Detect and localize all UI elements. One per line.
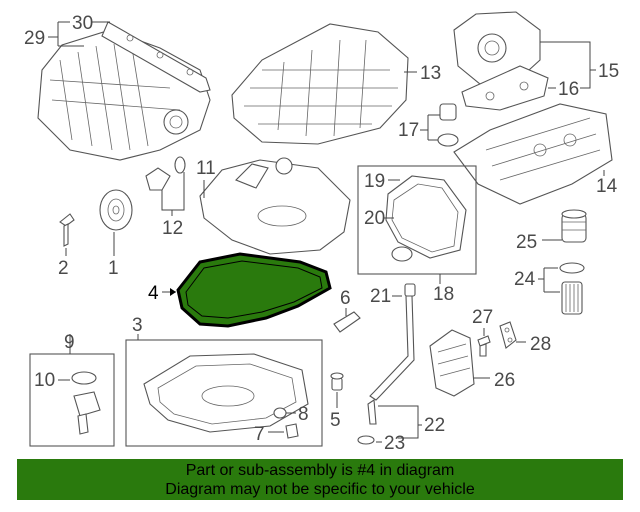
timing-cover-19 bbox=[385, 175, 467, 262]
crank-bolt bbox=[59, 213, 75, 247]
oil-level-sensor-10 bbox=[71, 371, 101, 435]
label-28: 28 bbox=[530, 334, 551, 355]
bolt-27 bbox=[477, 335, 491, 357]
label-20: 20 bbox=[364, 208, 385, 229]
timing-cover-upper bbox=[453, 11, 541, 85]
label-6: 6 bbox=[340, 288, 351, 309]
info-banner: Part or sub-assembly is #4 in diagram Di… bbox=[17, 459, 623, 500]
label-25: 25 bbox=[516, 232, 537, 253]
group-box-3 bbox=[125, 339, 323, 447]
label-9: 9 bbox=[64, 332, 75, 353]
label-4: 4 bbox=[148, 283, 159, 304]
label-26: 26 bbox=[494, 370, 515, 391]
label-24: 24 bbox=[514, 269, 536, 290]
intake-gasket bbox=[101, 21, 211, 93]
plug-5 bbox=[330, 372, 344, 391]
banner-line-1: Part or sub-assembly is #4 in diagram bbox=[185, 462, 455, 479]
label-10: 10 bbox=[34, 370, 55, 391]
plug-17 bbox=[437, 103, 459, 147]
label-21: 21 bbox=[370, 286, 391, 307]
label-14: 14 bbox=[596, 176, 618, 197]
label-3: 3 bbox=[132, 315, 143, 336]
cylinder-head bbox=[231, 23, 409, 145]
group-box-9 bbox=[29, 353, 115, 447]
label-15: 15 bbox=[598, 61, 619, 82]
label-5: 5 bbox=[330, 410, 341, 431]
label-22: 22 bbox=[424, 415, 445, 436]
oil-level-sensor-12 bbox=[145, 156, 186, 191]
label-18: 18 bbox=[433, 284, 454, 305]
dipstick-tube bbox=[357, 283, 416, 445]
oil-cooler bbox=[429, 329, 475, 397]
label-30: 30 bbox=[72, 13, 93, 34]
label-11: 11 bbox=[196, 158, 216, 179]
label-2: 2 bbox=[58, 258, 69, 279]
oil-baffle-6 bbox=[333, 311, 361, 333]
oil-filter-element bbox=[559, 262, 585, 315]
timing-cover-seal bbox=[461, 65, 549, 111]
oil-pan-gasket-highlighted bbox=[176, 252, 332, 328]
label-19: 19 bbox=[364, 171, 385, 192]
label-29: 29 bbox=[24, 28, 45, 49]
upper-oil-pan bbox=[199, 157, 351, 255]
label-12: 12 bbox=[162, 218, 183, 239]
label-1: 1 bbox=[108, 258, 119, 279]
parts-diagram: 29 30 13 15 16 17 14 1 bbox=[24, 11, 619, 454]
crank-pulley bbox=[99, 189, 133, 231]
valve-cover bbox=[453, 103, 613, 205]
banner-line-2: Diagram may not be specific to your vehi… bbox=[165, 481, 475, 498]
gasket-28 bbox=[499, 321, 517, 349]
label-23: 23 bbox=[384, 433, 405, 454]
drain-plug-7 bbox=[285, 423, 299, 439]
label-27: 27 bbox=[472, 307, 493, 328]
oil-filter-housing bbox=[561, 209, 587, 243]
label-8: 8 bbox=[298, 404, 309, 425]
group-box-18 bbox=[357, 165, 477, 275]
label-7: 7 bbox=[254, 424, 265, 445]
label-16: 16 bbox=[558, 79, 579, 100]
drain-plug-seal-8 bbox=[273, 407, 287, 419]
label-17: 17 bbox=[398, 120, 419, 141]
lower-oil-pan bbox=[143, 353, 309, 433]
intake-manifold bbox=[37, 29, 211, 161]
label-13: 13 bbox=[420, 63, 441, 84]
